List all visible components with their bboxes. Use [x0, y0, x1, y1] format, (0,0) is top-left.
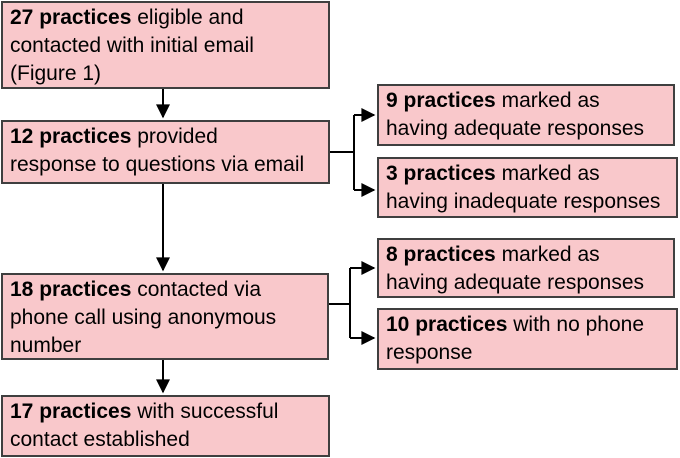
node-eligible-contacted: 27 practices eligible and contacted with… — [1, 1, 330, 89]
node-email-inadequate: 3 practices marked as having inadequate … — [377, 157, 678, 218]
node-phone-contacted: 18 practices contacted via phone call us… — [1, 273, 329, 360]
node-text: eligible and contacted with initial emai… — [10, 6, 254, 85]
node-count: 27 practices — [10, 6, 132, 29]
node-count: 8 practices — [386, 243, 496, 266]
node-text: with no phone response — [386, 313, 645, 364]
node-count: 3 practices — [386, 162, 496, 185]
node-email-response: 12 practices provided response to questi… — [1, 120, 330, 184]
node-count: 12 practices — [10, 125, 132, 148]
node-text: provided response to questions via email — [10, 125, 305, 176]
node-phone-no-response: 10 practices with no phone response — [377, 308, 678, 370]
node-count: 10 practices — [386, 313, 508, 336]
node-contact-established: 17 practices with successful contact est… — [1, 395, 330, 457]
node-text: contacted via phone call using anonymous… — [10, 278, 277, 357]
node-count: 17 practices — [10, 400, 132, 423]
node-phone-adequate: 8 practices marked as having adequate re… — [377, 238, 675, 298]
bracket-email-outcomes — [330, 115, 355, 190]
node-text: marked as having inadequate responses — [386, 162, 661, 213]
node-email-adequate: 9 practices marked as having adequate re… — [377, 84, 675, 146]
node-count: 18 practices — [10, 278, 132, 301]
node-text: marked as having adequate responses — [386, 89, 645, 140]
bracket-phone-outcomes — [329, 268, 351, 338]
node-count: 9 practices — [386, 89, 496, 112]
node-text: marked as having adequate responses — [386, 243, 645, 294]
node-text: with successful contact established — [10, 400, 279, 451]
